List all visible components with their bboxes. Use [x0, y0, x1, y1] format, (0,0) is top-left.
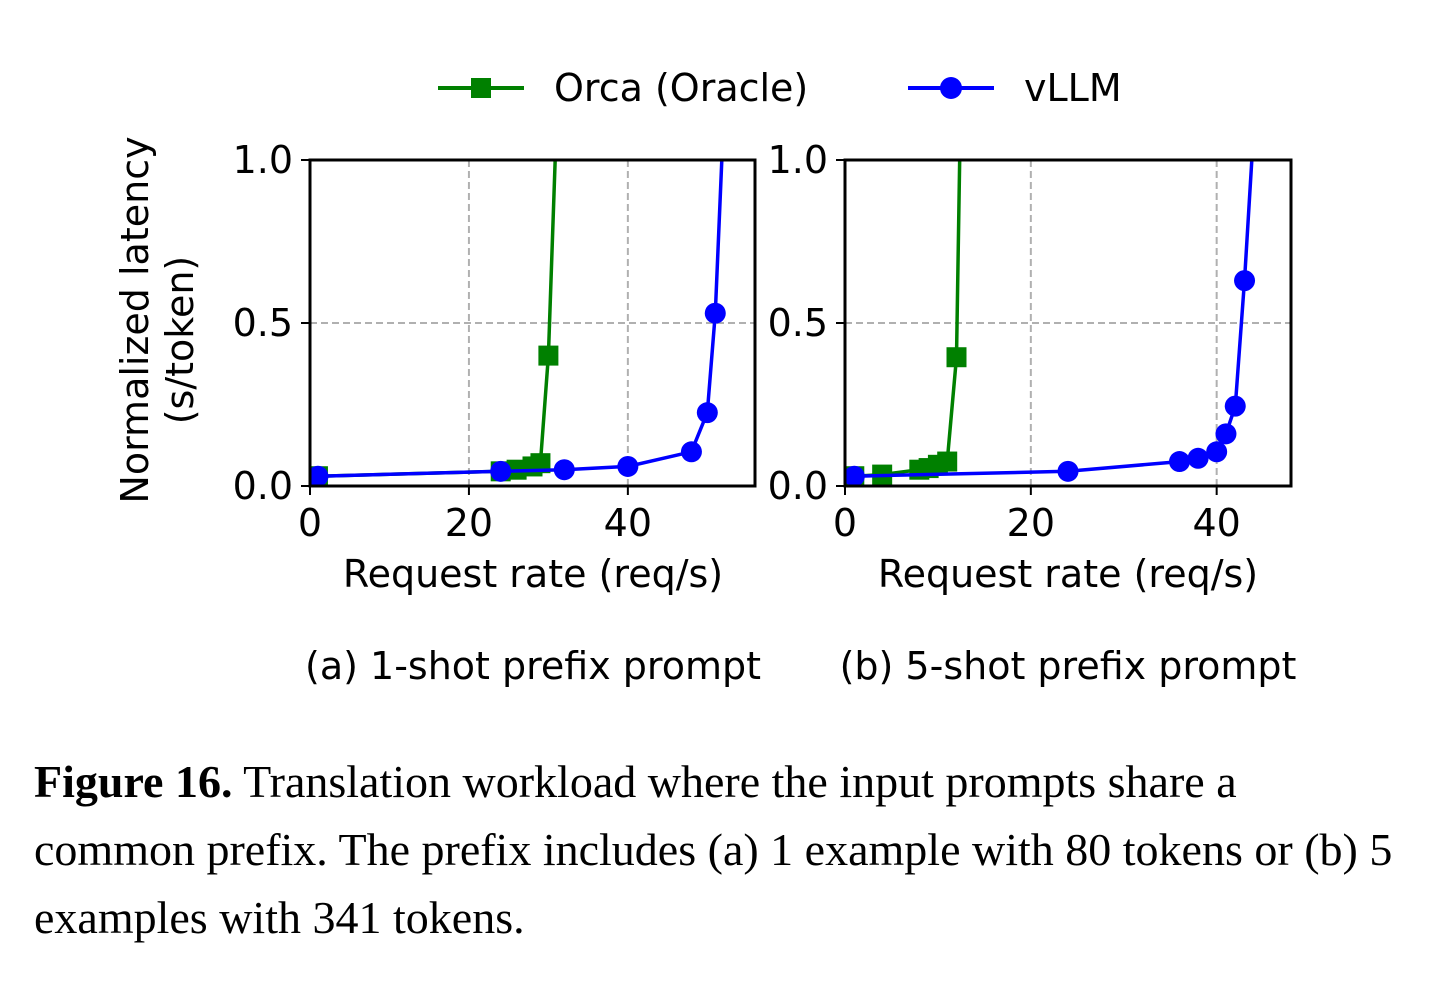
data-point-vllm [1169, 451, 1190, 473]
data-point-vllm [1224, 395, 1246, 417]
grid-a [309, 159, 755, 487]
legend-label-orca: Orca (Oracle) [554, 66, 808, 110]
y-tick-label: 1.0 [768, 138, 828, 182]
data-point-orca-oracle [946, 347, 967, 368]
y-tick-label: 1.0 [233, 138, 293, 182]
y-axis-label-line2: (s/token) [158, 256, 202, 425]
data-point-orca-oracle [530, 453, 551, 474]
chart-panel-a: 0 20 40 0.0 0.5 1.0 Request rate (req/s) (a) … [233, 117, 761, 688]
plot-area-b [845, 117, 1264, 486]
x-tick-label: 20 [445, 501, 493, 545]
data-point-vllm [553, 459, 575, 481]
x-tick-label: 0 [833, 501, 857, 545]
data-point-orca-oracle [950, 117, 970, 137]
caption-label: Figure 16. [34, 756, 233, 807]
data-point-vllm [1234, 270, 1256, 292]
data-point-vllm [1206, 441, 1228, 463]
y-tick-label: 0.0 [233, 464, 293, 508]
legend-entry-vllm: vLLM [908, 66, 1122, 110]
y-tick-label: 0.5 [768, 301, 828, 345]
y-tick-label: 0.5 [233, 301, 293, 345]
data-point-vllm [845, 465, 865, 486]
series-line-orca-oracle [854, 160, 962, 478]
data-point-vllm [490, 460, 512, 482]
ticks-a: 0 20 40 0.0 0.5 1.0 [233, 138, 652, 545]
data-point-vllm [680, 441, 702, 463]
figure-caption: Figure 16. Translation workload where th… [34, 748, 1404, 952]
x-axis-label-b: Request rate (req/s) [878, 552, 1258, 596]
series-line-orca-oracle [317, 160, 557, 478]
caption-text: Translation workload where the input pro… [34, 756, 1393, 943]
plot-area-a [310, 117, 734, 486]
y-tick-label: 0.0 [768, 464, 828, 508]
chart-panel-b: 0 20 40 0.0 0.5 1.0 Request rate (req/s) (b) … [768, 117, 1297, 688]
data-point-orca-oracle [538, 345, 559, 366]
series-line-vllm [854, 160, 1254, 478]
ticks-b: 0 20 40 0.0 0.5 1.0 [768, 138, 1241, 545]
x-tick-label: 40 [1192, 501, 1240, 545]
x-tick-label: 40 [604, 501, 652, 545]
data-point-vllm [617, 455, 639, 477]
x-axis-label-a: Request rate (req/s) [343, 552, 723, 596]
subtitle-b: (b) 5-shot prefix prompt [840, 644, 1297, 688]
data-point-vllm [704, 302, 726, 324]
legend-marker-square [471, 78, 491, 98]
legend-entry-orca: Orca (Oracle) [438, 66, 808, 110]
legend-marker-circle [940, 77, 962, 99]
x-tick-label: 0 [298, 501, 322, 545]
legend-label-vllm: vLLM [1024, 66, 1122, 110]
y-axis-label-line1: Normalized latency [113, 136, 157, 503]
data-point-vllm [696, 402, 718, 424]
series-line-vllm [317, 160, 724, 478]
data-point-vllm [713, 117, 734, 138]
data-point-vllm [1187, 447, 1209, 469]
data-point-vllm [310, 465, 329, 486]
data-point-vllm [1215, 423, 1237, 445]
data-point-orca-oracle [546, 117, 566, 137]
data-point-orca-oracle [937, 451, 958, 472]
legend: Orca (Oracle) vLLM [438, 66, 1122, 110]
x-tick-label: 20 [1007, 501, 1055, 545]
data-point-vllm [1057, 460, 1079, 482]
subtitle-a: (a) 1-shot prefix prompt [305, 644, 761, 688]
data-point-vllm [1243, 117, 1264, 138]
y-axis-label: Normalized latency (s/token) [113, 136, 202, 503]
